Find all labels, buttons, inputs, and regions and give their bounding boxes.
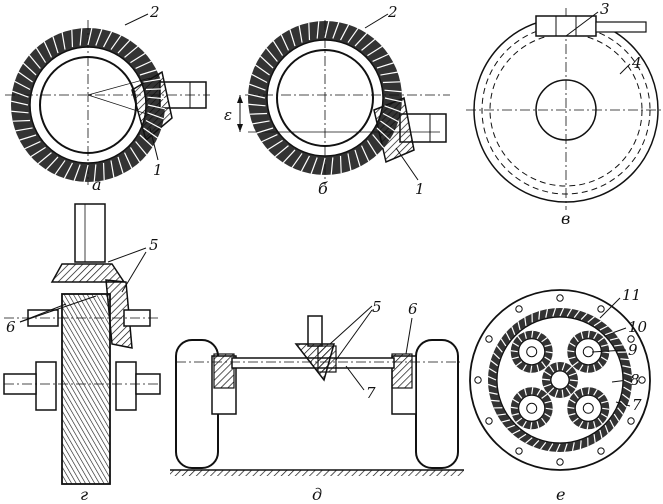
planet-tooth-lines	[567, 387, 610, 430]
planet-tooth-lines	[510, 330, 553, 373]
caption-e: е	[556, 485, 565, 504]
panel-g-cylindrical-gears: 5 6 г	[3, 203, 161, 504]
panel-e-planetary: 11 10 9 8 7 е	[469, 286, 651, 504]
bolt-hole	[556, 294, 564, 302]
sun-tooth-lines	[541, 362, 579, 398]
right-wheel	[415, 339, 459, 469]
panel-b-hypoid-gear: ε 2 1 б	[224, 3, 450, 198]
offset-symbol: ε	[224, 106, 232, 124]
upper-bevel-gear	[50, 263, 126, 283]
label-1-a: 1	[153, 161, 163, 179]
caption-g: г	[80, 485, 88, 504]
bolt-hole	[627, 335, 635, 343]
label-9: 9	[628, 341, 638, 359]
planet-pin	[526, 346, 538, 358]
left-final-gear	[213, 353, 235, 389]
bolt-hole	[515, 305, 523, 313]
panel-a-bevel-gear: 2 1 а	[5, 3, 210, 194]
right-final-gear	[391, 353, 413, 389]
bolt-hole	[485, 417, 493, 425]
label-5-d: 5	[372, 298, 382, 316]
bolt-hole	[485, 335, 493, 343]
planet-tooth-lines	[567, 330, 610, 373]
worm-shaft	[535, 15, 647, 37]
ring-b-tooth-lines	[247, 20, 403, 176]
planet-gears	[510, 330, 610, 430]
label-11: 11	[622, 286, 641, 304]
label-7-e: 7	[632, 396, 642, 414]
caption-a: а	[92, 175, 102, 194]
bolt-hole	[597, 305, 605, 313]
lower-hub-right	[115, 361, 137, 411]
label-7-d: 7	[366, 384, 376, 402]
panel-v-worm-gear: 3 4 в	[466, 0, 663, 228]
ring-a-tooth-lines	[10, 27, 166, 183]
bolt-hole	[474, 376, 482, 384]
bolt-hole	[638, 376, 646, 384]
label-5-g: 5	[149, 236, 159, 254]
lower-hub	[35, 361, 57, 411]
driven-bevel-gear	[317, 345, 337, 373]
label-4: 4	[631, 54, 642, 72]
label-6-d: 6	[408, 300, 418, 318]
offset-dimension: ε	[224, 95, 243, 132]
label-2-a: 2	[149, 3, 160, 21]
caption-d: д	[312, 485, 322, 504]
housing-bolts	[474, 294, 646, 466]
bolt-hole	[627, 417, 635, 425]
ground	[170, 470, 464, 476]
label-2-b: 2	[387, 3, 398, 21]
planet-pin	[526, 402, 538, 414]
sun-bore	[550, 370, 570, 390]
bolt-hole	[515, 447, 523, 455]
ring-e-tooth-lines	[487, 307, 633, 453]
label-1-b: 1	[415, 180, 425, 198]
input-shaft	[307, 315, 323, 347]
label-3: 3	[600, 0, 610, 18]
caption-v: в	[561, 209, 570, 228]
bolt-hole	[556, 458, 564, 466]
helical-gear	[61, 293, 111, 485]
caption-b: б	[318, 179, 328, 198]
upper-shaft	[74, 203, 106, 263]
label-6-g: 6	[6, 318, 16, 336]
bolt-hole	[597, 447, 605, 455]
planet-pin	[582, 346, 594, 358]
planet-tooth-lines	[510, 387, 553, 430]
panel-d-axle: 5 6 7 д	[170, 298, 464, 504]
label-10: 10	[628, 318, 648, 336]
planet-pin	[582, 402, 594, 414]
label-8: 8	[630, 371, 640, 389]
